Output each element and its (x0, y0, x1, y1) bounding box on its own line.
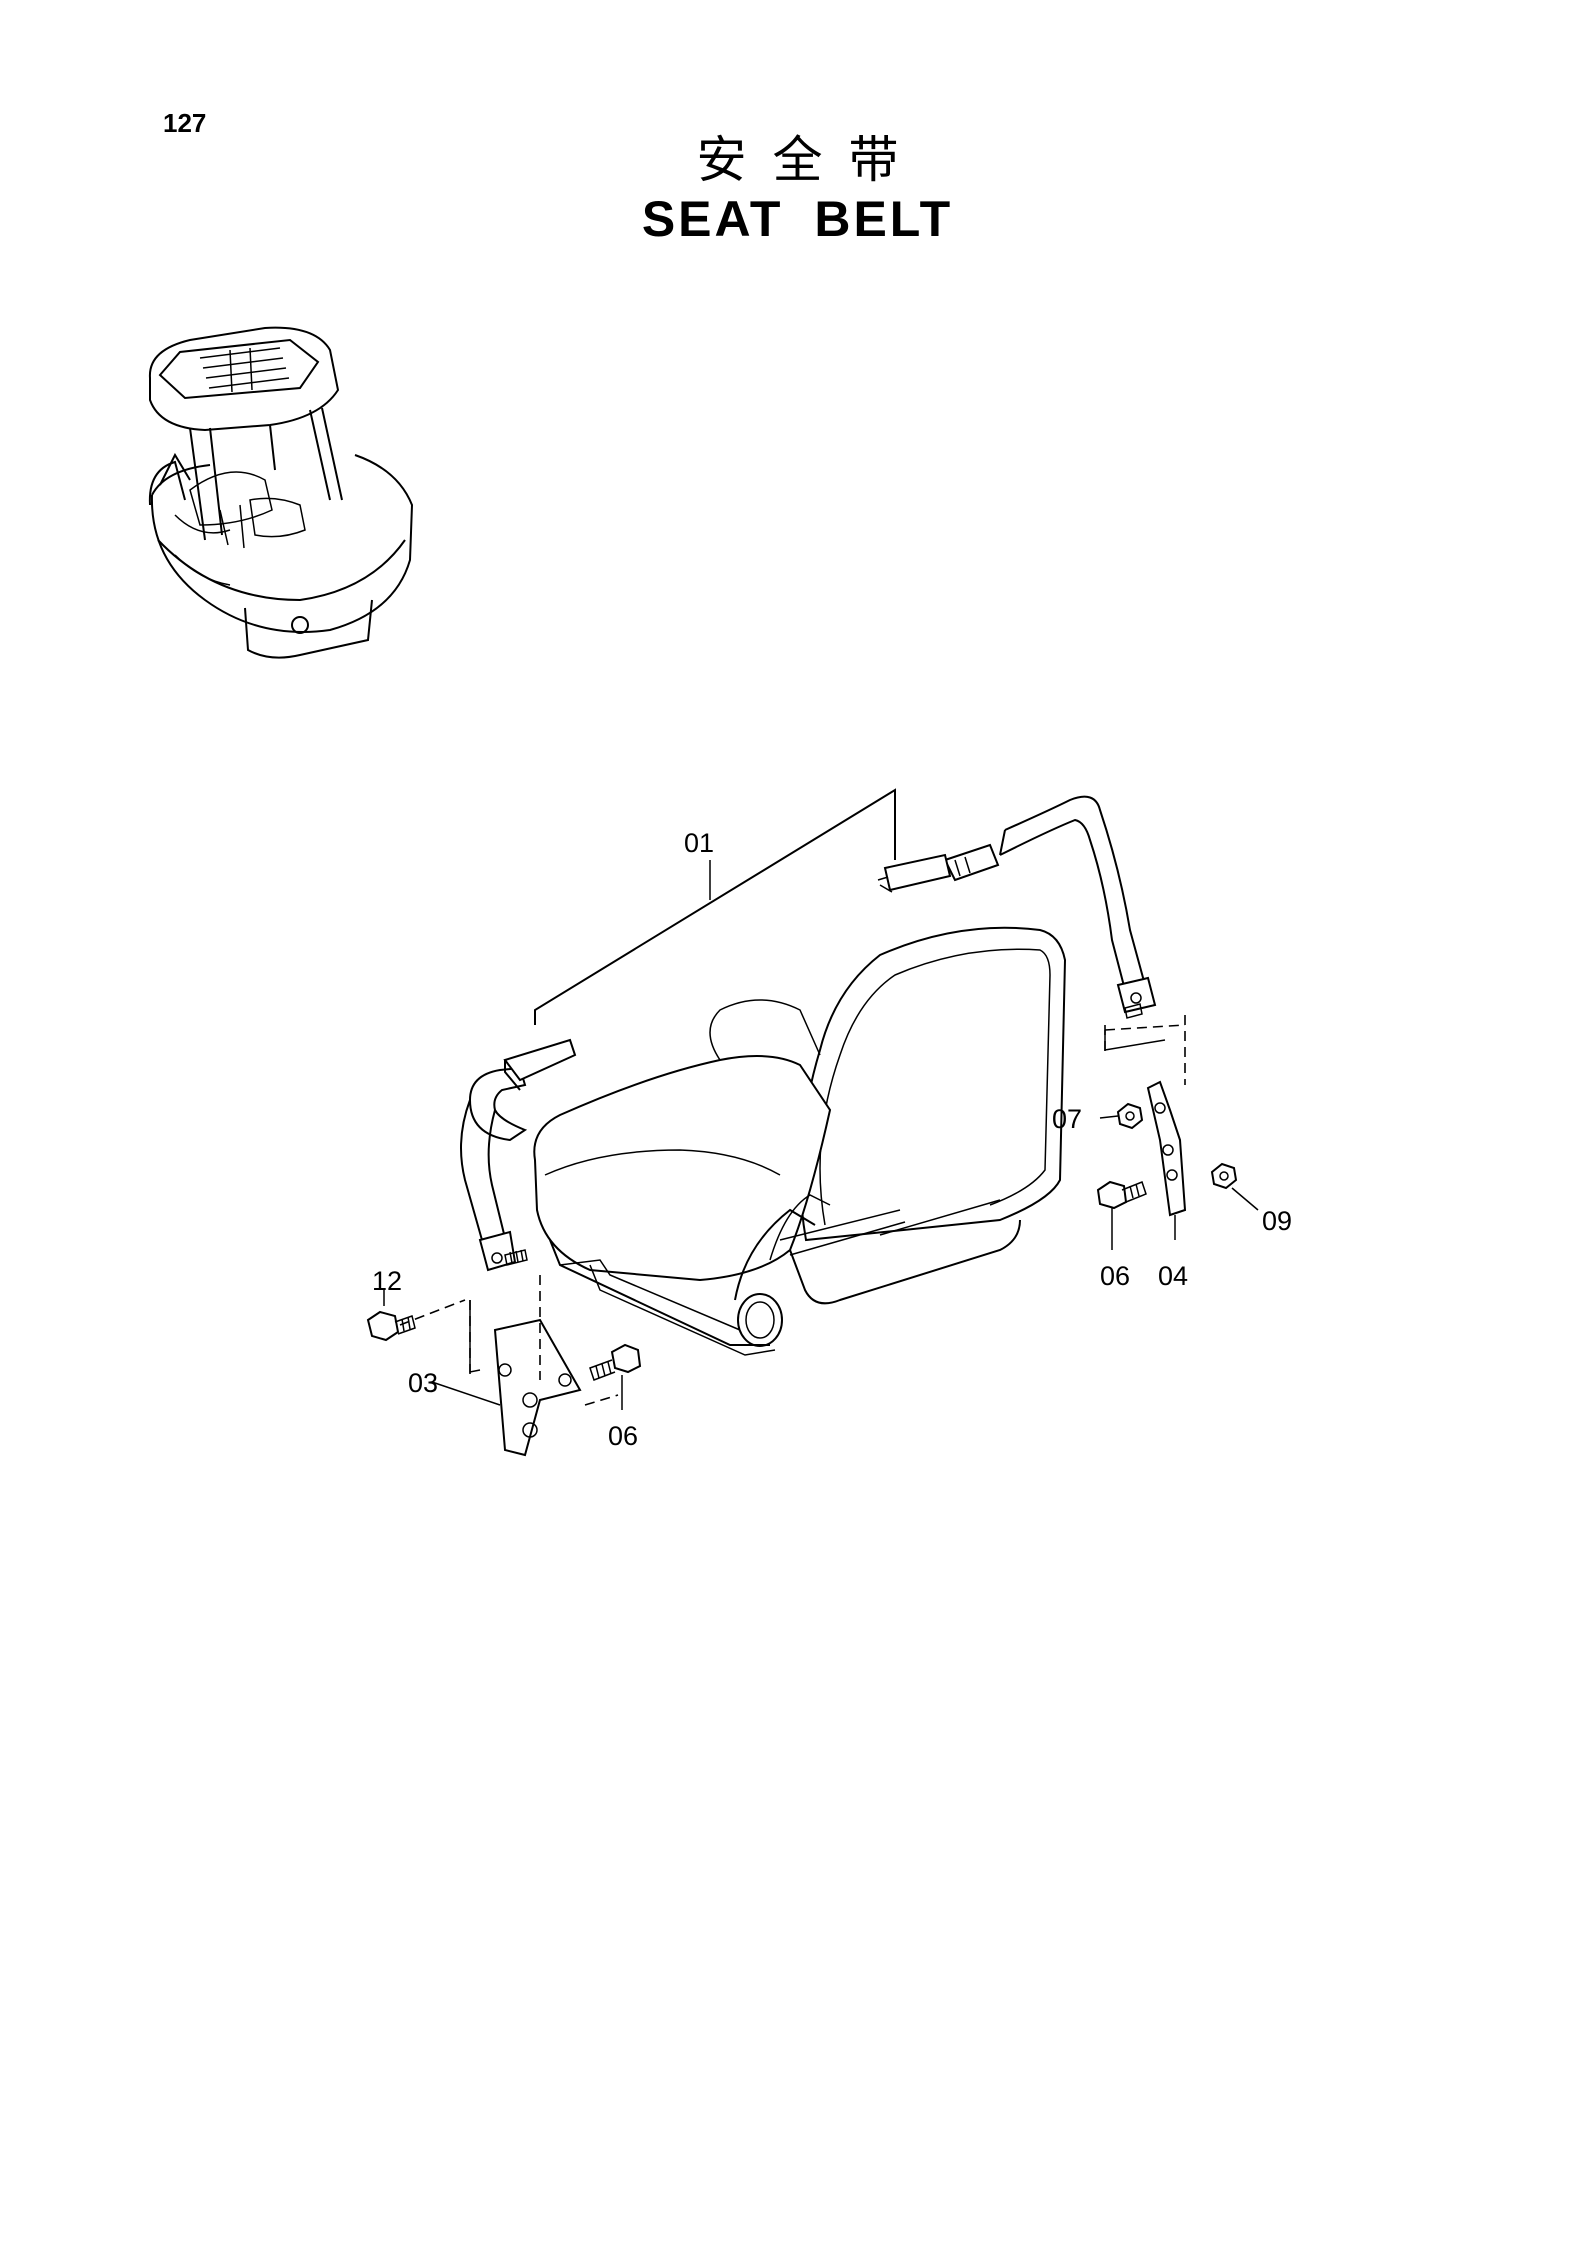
callout-01: 01 (684, 828, 714, 858)
callout-labels: 01 03 04 06 06 07 09 12 (372, 828, 1292, 1451)
left-bracket-group (366, 1275, 642, 1457)
callout-06-left: 06 (608, 1421, 638, 1451)
callout-06-right: 06 (1100, 1261, 1130, 1291)
callout-01-leader (534, 788, 896, 1025)
machine-overview-illustration (148, 326, 414, 659)
bolt-12 (366, 1310, 416, 1342)
nut-09 (1210, 1162, 1259, 1211)
bolt-06-right (1096, 1180, 1147, 1250)
callout-04: 04 (1158, 1261, 1188, 1291)
callout-07: 07 (1052, 1104, 1082, 1134)
callout-03: 03 (408, 1368, 438, 1398)
title-chinese: 安全带 (696, 131, 925, 189)
left-belt (460, 1038, 577, 1272)
page-number: 127 (163, 108, 207, 138)
right-bracket-group (1096, 1015, 1259, 1250)
title-english: SEAT BELT (641, 191, 954, 247)
callout-09: 09 (1262, 1206, 1292, 1236)
seat-assembly (533, 926, 1067, 1356)
callout-12: 12 (372, 1266, 402, 1296)
right-belt (877, 795, 1157, 1019)
bolt-06-left (589, 1343, 642, 1381)
nut-07 (1099, 1102, 1144, 1130)
